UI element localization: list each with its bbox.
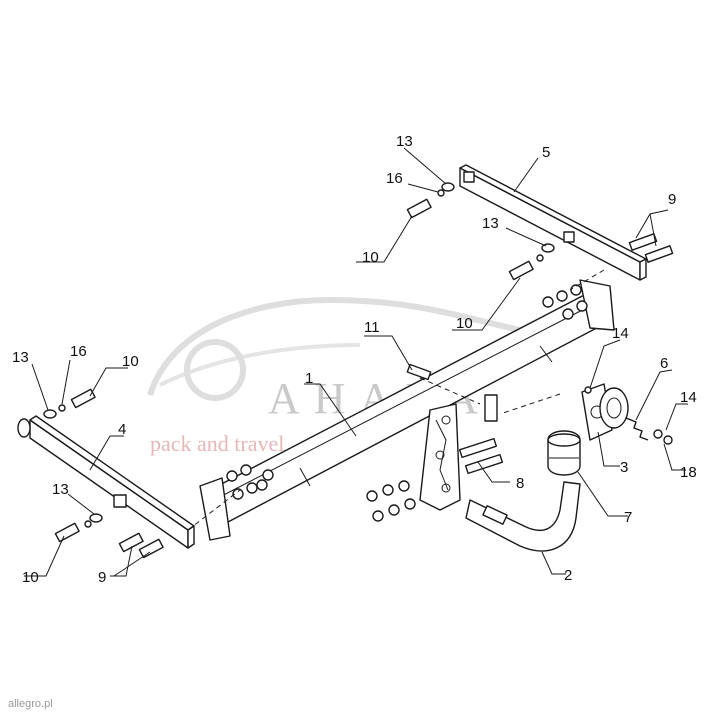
nut-cluster-left [226,464,274,500]
callout-14-top: 14 [612,325,629,342]
callout-3: 3 [620,459,628,476]
callout-16-left: 16 [70,343,87,360]
callout-13-bottom: 13 [52,481,69,498]
callout-5: 5 [542,144,550,161]
hitch-mounting-plate [419,403,461,511]
callout-6: 6 [660,355,668,372]
leader-lines [24,147,688,577]
callout-2: 2 [564,567,572,584]
callout-13-left: 13 [12,349,29,366]
fastener-set-left [43,388,164,559]
callout-4: 4 [118,421,126,438]
right-side-bracket [459,164,647,281]
left-side-bracket [17,415,195,549]
ball-cover [547,430,581,476]
callout-8: 8 [516,475,524,492]
callout-1: 1 [305,370,313,387]
callout-14-bottom: 14 [680,389,697,406]
fastener-set-top [406,182,555,281]
callout-11: 11 [364,319,380,336]
callout-labels: 13 16 10 13 10 5 9 11 1 13 16 10 4 13 10… [12,133,697,586]
nut-cluster-right [542,284,588,320]
callout-18: 18 [680,464,697,481]
callout-10-top: 10 [362,249,379,266]
towing-hook-neck [465,481,581,552]
callout-9-left: 9 [98,569,106,586]
assembly-lines [187,269,605,531]
callout-13-top: 13 [396,133,413,150]
callout-7: 7 [624,509,632,526]
watermark-tagline: pack and travel [150,431,284,456]
source-credit: allegro.pl [8,698,53,710]
callout-10-bottom: 10 [22,569,39,586]
callout-16-top: 16 [386,170,403,187]
callout-9-right: 9 [668,191,676,208]
callout-13-mid: 13 [482,215,499,232]
bolt-11 [406,363,432,381]
nut-cluster-center [366,480,416,522]
callout-10-left-mid: 10 [122,353,139,370]
bolts-8 [458,437,504,475]
fastener-set-right [584,233,674,445]
callout-10-mid: 10 [456,315,473,332]
main-cross-beam [199,279,615,541]
electrical-socket [599,387,649,441]
